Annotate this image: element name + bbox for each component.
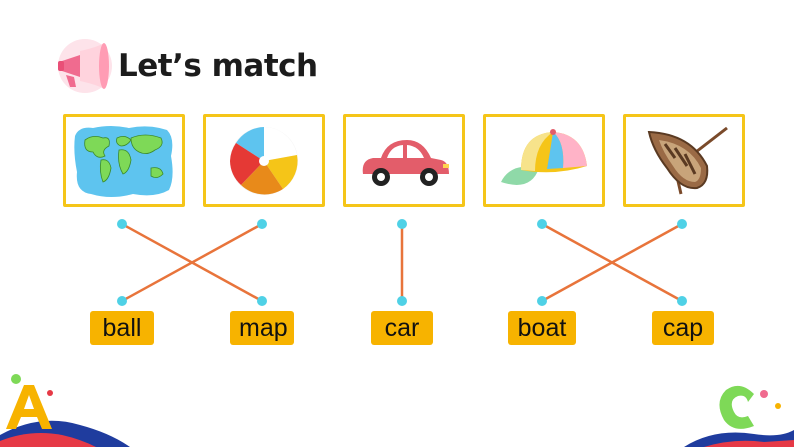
- bottom-dot: [397, 296, 407, 306]
- boat-icon: [647, 126, 728, 194]
- header: Let’s match: [54, 36, 318, 96]
- bottom-dot: [257, 296, 267, 306]
- world-map-icon: [74, 125, 173, 197]
- cap-icon: [501, 128, 587, 185]
- match-line-boat: [541, 222, 683, 303]
- picture-card-car[interactable]: [343, 114, 465, 207]
- bottom-dot: [117, 296, 127, 306]
- page-title: Let’s match: [118, 48, 318, 84]
- top-dot: [257, 219, 267, 229]
- word-car[interactable]: car: [371, 311, 433, 345]
- top-dot: [537, 219, 547, 229]
- word-map[interactable]: map: [230, 311, 294, 345]
- top-dot: [677, 219, 687, 229]
- picture-card-ball[interactable]: [203, 114, 325, 207]
- picture-card-map[interactable]: [63, 114, 185, 207]
- car-icon: [362, 139, 449, 186]
- picture-card-cap[interactable]: [483, 114, 605, 207]
- beach-ball-icon: [230, 126, 298, 195]
- top-dot: [397, 219, 407, 229]
- picture-card-boat[interactable]: [623, 114, 745, 207]
- word-ball[interactable]: ball: [90, 311, 154, 345]
- match-line-ball: [121, 222, 263, 303]
- megaphone-icon: [58, 39, 112, 93]
- letter-a-icon: [0, 374, 130, 447]
- match-line-map: [121, 222, 263, 303]
- top-dot: [117, 219, 127, 229]
- bottom-dot: [677, 296, 687, 306]
- word-cap[interactable]: cap: [652, 311, 714, 345]
- word-boat[interactable]: boat: [508, 311, 576, 345]
- match-line-cap: [541, 222, 683, 303]
- bottom-dot: [537, 296, 547, 306]
- letter-c-icon: [684, 385, 794, 447]
